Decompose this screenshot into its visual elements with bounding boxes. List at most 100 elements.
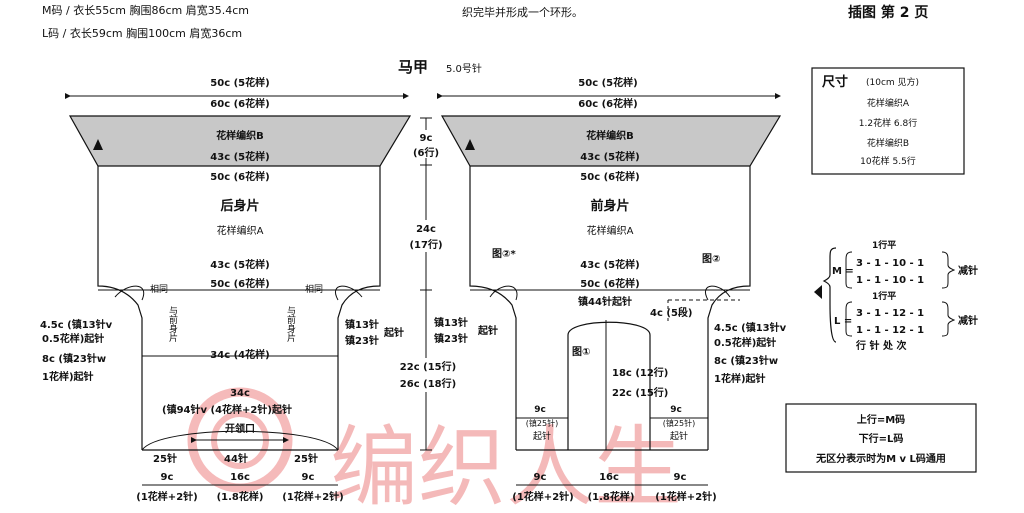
back-bottom-stitch-left: 25针	[153, 452, 177, 465]
front-piece-name: 前身片	[590, 198, 629, 214]
front-row-4c: 4c (5段)	[650, 306, 692, 319]
front-width-right: 9c	[674, 472, 687, 483]
size-l-spec: L码 / 衣长59cm 胸围100cm 肩宽36cm	[42, 27, 243, 40]
back-right-armhole-l: 镇23针	[345, 334, 379, 347]
front-width-right-sub: (1花样+2针)	[655, 490, 716, 503]
decrease-m-flat: 1行平	[872, 239, 896, 251]
front-bottom-width-m: 43c (5花样)	[580, 258, 639, 271]
front-left-flap-width: 9c	[534, 405, 546, 415]
front-pattern-a: 花样编织A	[587, 224, 634, 237]
front-left-armhole-m: 镇13针	[434, 316, 468, 329]
front-left-curl	[489, 285, 518, 301]
back-lower-width: 34c	[230, 388, 250, 399]
decrease-l-row2: 1 - 1 - 12 - 1	[856, 325, 924, 336]
back-marker-triangle	[93, 139, 103, 150]
front-width-left: 9c	[534, 472, 547, 483]
front-fig1: 图①	[572, 346, 590, 358]
back-left-armhole-l2: 1花样)起针	[42, 370, 94, 383]
decrease-l-suffix: 减针	[958, 314, 978, 327]
watermark-text: 编织人生	[330, 416, 682, 513]
front-right-curl	[705, 285, 731, 301]
front-marker-triangle	[465, 139, 475, 150]
back-piece: 50c (5花样) 60c (6花样) 花样编织B 43c (5花样) 50c …	[40, 76, 412, 503]
center-height-column: 9c (6行) 24c (17行) 22c (15行) 26c (18行)	[398, 117, 458, 451]
decrease-l-flat: 1行平	[872, 290, 896, 302]
front-pattern-b: 花样编织B	[586, 129, 634, 142]
back-same-label-1: 相同	[150, 283, 168, 295]
height-mid-rows: (17行)	[409, 238, 442, 251]
front-left-start: 起针	[477, 324, 498, 337]
gauge-box: 尺寸 (10cm 见方) 花样编织A 1.2花样 6.8行 花样编织B 10花样…	[811, 67, 965, 175]
front-left-armhole-l: 镇23针	[434, 332, 468, 345]
back-top-width-m: 50c (5花样)	[210, 76, 269, 89]
back-bottom-width-l: 50c (6花样)	[210, 277, 269, 290]
front-left-flap-start: 起针	[533, 430, 551, 442]
front-left-flap-stitches: (镇25针)	[526, 418, 558, 428]
front-band-width-l: 50c (6花样)	[580, 170, 639, 183]
size-m-spec: M码 / 衣长55cm 胸围86cm 肩宽35.4cm	[42, 4, 249, 17]
height-mid: 24c	[416, 224, 436, 235]
decrease-legend: 行 针 处 次	[855, 339, 906, 352]
back-bottom-stitch-center: 44针	[224, 452, 248, 465]
back-left-curl	[114, 285, 145, 301]
back-left-armhole-l: 8c (镇23针w	[42, 352, 106, 365]
back-width-left: 9c	[161, 472, 174, 483]
size-legend-box: 上行=M码 下行=L码 无区分表示时为M v L码通用	[785, 403, 977, 473]
back-width-right-sub: (1花样+2针)	[282, 490, 343, 503]
back-neck-opening: 开领口	[225, 422, 255, 435]
front-fig2-right: 图②	[702, 253, 720, 265]
back-lower-stitches: (镇94针v (4花样+2针)起针	[162, 403, 292, 416]
decrease-m-label: M =	[832, 266, 854, 277]
page-label: 插图 第 2 页	[848, 5, 929, 21]
legend-lower: 下行=L码	[859, 432, 904, 445]
back-width-left-sub: (1花样+2针)	[136, 490, 197, 503]
height-bottom-m: 22c (15行)	[400, 360, 456, 373]
front-width-left-sub: (1花样+2针)	[512, 490, 573, 503]
back-top-width-l: 60c (6花样)	[210, 97, 269, 110]
back-width-center-sub: (1.8花样)	[217, 490, 264, 503]
back-bottom-width-m: 43c (5花样)	[210, 258, 269, 271]
note-text: 织完毕并形成一个环形。	[462, 6, 583, 19]
back-right-start: 起针	[383, 326, 404, 339]
back-same-label-4: 相同	[305, 283, 323, 295]
gauge-a-value: 1.2花样 6.8行	[859, 117, 918, 129]
front-center-m: 18c (12行)	[612, 366, 668, 379]
back-bottom-stitch-right: 25针	[294, 452, 318, 465]
front-piece: 50c (5花样) 60c (6花样) 花样编织B 43c (5花样) 50c …	[434, 76, 787, 503]
front-center-l: 22c (15行)	[612, 386, 668, 399]
front-width-center-sub: (1.8花样)	[588, 490, 635, 503]
gauge-b-name: 花样编织B	[867, 137, 909, 149]
front-right-armhole-m2: 0.5花样)起针	[714, 336, 776, 349]
gauge-title: 尺寸	[822, 74, 848, 90]
front-right-armhole-l2: 1花样)起针	[714, 372, 766, 385]
decrease-marker-triangle	[814, 285, 822, 299]
back-width-center: 16c	[230, 472, 250, 483]
height-top-rows: (6行)	[413, 146, 439, 159]
front-right-flap-start: 起针	[670, 430, 688, 442]
legend-upper: 上行=M码	[857, 413, 905, 426]
decrease-table: M = 1行平 3 - 1 - 10 - 1 1 - 1 - 10 - 1 减针…	[814, 239, 978, 352]
decrease-l-row1: 3 - 1 - 12 - 1	[856, 308, 924, 319]
back-pattern-b: 花样编织B	[216, 129, 264, 142]
back-neck-curve	[141, 430, 339, 451]
front-band-width-m: 43c (5花样)	[580, 150, 639, 163]
front-bottom-width-l: 50c (6花样)	[580, 277, 639, 290]
back-band-width-l: 50c (6花样)	[210, 170, 269, 183]
back-pattern-a: 花样编织A	[217, 224, 264, 237]
legend-both: 无区分表示时为M v L码通用	[815, 452, 946, 465]
front-neck-placket	[567, 321, 651, 450]
front-right-flap-stitches: (镇25针)	[663, 418, 695, 428]
front-right-flap-width: 9c	[670, 405, 682, 415]
height-top: 9c	[420, 133, 433, 144]
gauge-a-name: 花样编织A	[867, 97, 910, 109]
back-right-armhole-m: 镇13针	[345, 318, 379, 331]
gauge-b-value: 10花样 5.5行	[860, 155, 916, 167]
decrease-m-row1: 3 - 1 - 10 - 1	[856, 258, 924, 269]
front-fig2-left: 图②*	[492, 248, 516, 260]
back-left-armhole-m: 4.5c (镇13针v	[40, 318, 113, 331]
front-width-center: 16c	[599, 472, 619, 483]
needle-size: 5.0号针	[446, 62, 482, 75]
front-right-armhole-l: 8c (镇23针w	[714, 354, 778, 367]
